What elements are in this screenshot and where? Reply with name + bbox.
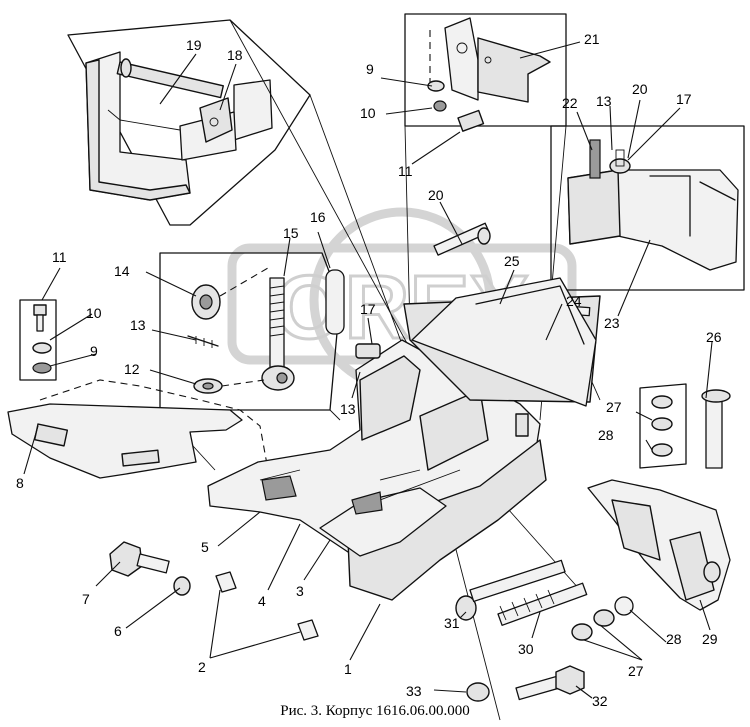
callout-c4: 4	[258, 593, 266, 609]
callout-c32: 32	[592, 693, 608, 709]
callout-c33: 33	[406, 683, 422, 699]
callout-c31: 31	[444, 615, 460, 631]
bolts-30-31	[455, 559, 588, 626]
callout-c10a: 10	[360, 105, 376, 121]
figure-caption: Рис. 3. Корпус 1616.06.00.000	[280, 703, 470, 719]
callout-c22: 22	[562, 95, 578, 111]
callout-c2: 2	[198, 659, 206, 675]
callout-c17a: 17	[676, 91, 692, 107]
callout-c25: 25	[504, 253, 520, 269]
callout-c5: 5	[201, 539, 209, 555]
callout-c12: 12	[124, 361, 140, 377]
callout-c29: 29	[702, 631, 718, 647]
bolt-32-nut-33	[466, 665, 585, 702]
callout-c20b: 20	[428, 187, 444, 203]
callout-c7: 7	[82, 591, 90, 607]
nuts-27-28-lower	[571, 596, 634, 641]
callout-c6: 6	[114, 623, 122, 639]
leader-lines	[23, 41, 713, 699]
cover-24-25	[411, 277, 597, 407]
callout-c27b: 27	[628, 663, 644, 679]
callout-c17b: 17	[360, 301, 376, 317]
inset-screw-detail	[159, 252, 345, 411]
callout-c16: 16	[310, 209, 326, 225]
callout-c19: 19	[186, 37, 202, 53]
callout-c26: 26	[706, 329, 722, 345]
latch-26-28	[639, 383, 731, 469]
callout-c13c: 13	[340, 401, 356, 417]
callout-c27a: 27	[606, 399, 622, 415]
pin-20	[433, 222, 491, 256]
callout-c11a: 11	[398, 163, 413, 179]
callout-c20a: 20	[632, 81, 648, 97]
callout-c21: 21	[584, 31, 600, 47]
callout-c11b: 11	[52, 249, 67, 265]
callout-c30: 30	[518, 641, 534, 657]
callout-c9b: 9	[90, 343, 98, 359]
stand-29	[587, 479, 731, 611]
callout-c28a: 28	[598, 427, 614, 443]
inset-saddle-detail	[550, 125, 745, 291]
inset-bracket-detail	[404, 13, 567, 132]
callout-c9a: 9	[366, 61, 374, 77]
callout-c23: 23	[604, 315, 620, 331]
callout-c1: 1	[344, 661, 352, 677]
bolt-7-washer-6	[109, 541, 191, 596]
callout-c24: 24	[566, 293, 582, 309]
callout-c3: 3	[296, 583, 304, 599]
callout-c10b: 10	[86, 305, 102, 321]
callout-c13a: 13	[596, 93, 612, 109]
callout-c15: 15	[283, 225, 299, 241]
bolt-11-washers	[32, 304, 52, 374]
inset-clamp-detail	[67, 19, 311, 226]
callout-c28b: 28	[666, 631, 682, 647]
callout-c13b: 13	[130, 317, 146, 333]
callout-c8: 8	[16, 475, 24, 491]
clips-2	[215, 571, 319, 641]
plate-8	[7, 299, 269, 479]
callout-c18: 18	[227, 47, 243, 63]
callout-c14: 14	[114, 263, 130, 279]
